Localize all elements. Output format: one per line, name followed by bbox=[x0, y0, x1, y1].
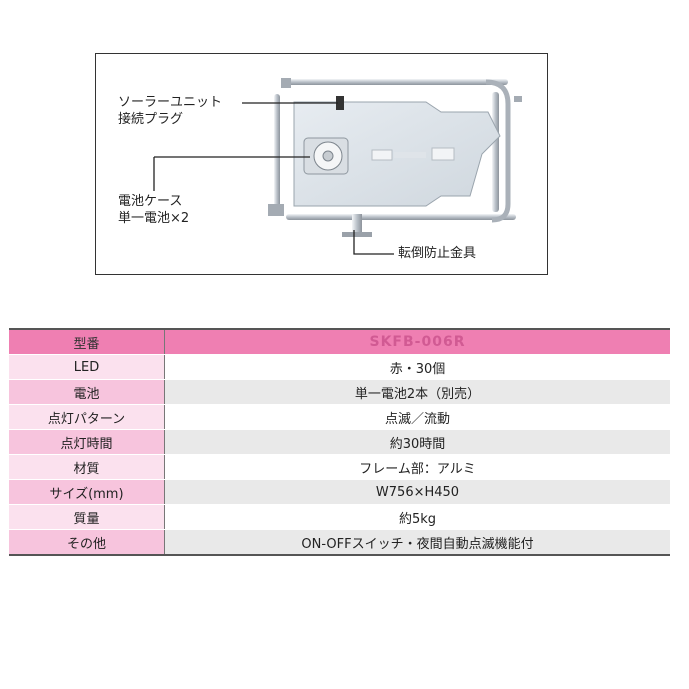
leader-lines bbox=[153, 102, 394, 255]
spec-header-label: 型番 bbox=[9, 328, 165, 355]
solar-plug bbox=[336, 96, 344, 110]
spec-header-row: 型番 SKFB-006R bbox=[9, 328, 670, 355]
spec-row-label: 質量 bbox=[9, 504, 165, 530]
product-photo-panel: ソーラーユニット 接続プラグ 電池ケース 単一電池×2 転倒防止金具 bbox=[95, 53, 548, 275]
spec-row: 材質 フレーム部：アルミ bbox=[9, 454, 670, 480]
spec-row-value: フレーム部：アルミ bbox=[164, 454, 670, 480]
spec-row-value: 点滅／流動 bbox=[164, 404, 670, 430]
spec-row: 電池 単一電池2本（別売） bbox=[9, 379, 670, 405]
callout-anti-tip: 転倒防止金具 bbox=[398, 245, 476, 262]
spec-row-value: 赤・30個 bbox=[164, 354, 670, 380]
spec-header-value: SKFB-006R bbox=[164, 328, 670, 355]
callout-solar-plug: ソーラーユニット 接続プラグ bbox=[118, 94, 222, 128]
spec-row-label: その他 bbox=[9, 529, 165, 556]
spec-row: 質量 約5kg bbox=[9, 504, 670, 530]
spec-row: 点灯パターン 点滅／流動 bbox=[9, 404, 670, 430]
spec-row-label: 点灯パターン bbox=[9, 404, 165, 430]
callout-battery-case: 電池ケース 単一電池×2 bbox=[118, 193, 189, 227]
spec-row-value: 約5kg bbox=[164, 504, 670, 530]
spec-row: LED 赤・30個 bbox=[9, 354, 670, 380]
spec-row-label: 電池 bbox=[9, 379, 165, 405]
spec-row-value: W756×H450 bbox=[164, 479, 670, 505]
spec-row-label: サイズ(mm) bbox=[9, 479, 165, 505]
callout-battery-case-line2: 単一電池×2 bbox=[118, 211, 190, 226]
spec-row-label: LED bbox=[9, 354, 165, 380]
spec-row: 点灯時間 約30時間 bbox=[9, 429, 670, 455]
spec-row-label: 材質 bbox=[9, 454, 165, 480]
spec-row-value: 約30時間 bbox=[164, 429, 670, 455]
spec-row: その他 ON-OFFスイッチ・夜間自動点滅機能付 bbox=[9, 529, 670, 556]
spec-row-value: 単一電池2本（別売） bbox=[164, 379, 670, 405]
spec-row-label: 点灯時間 bbox=[9, 429, 165, 455]
aluminium-frame bbox=[268, 78, 522, 237]
product-diagram bbox=[153, 78, 522, 255]
callout-battery-case-line1: 電池ケース bbox=[118, 194, 183, 209]
callout-solar-plug-line1: ソーラーユニット bbox=[118, 95, 223, 110]
callout-solar-plug-line2: 接続プラグ bbox=[118, 112, 184, 127]
spec-row: サイズ(mm) W756×H450 bbox=[9, 479, 670, 505]
callout-anti-tip-line1: 転倒防止金具 bbox=[398, 246, 477, 261]
spec-table: 型番 SKFB-006R LED 赤・30個 電池 単一電池2本（別売） 点灯パ… bbox=[9, 328, 670, 556]
spec-row-value: ON-OFFスイッチ・夜間自動点滅機能付 bbox=[164, 529, 670, 556]
